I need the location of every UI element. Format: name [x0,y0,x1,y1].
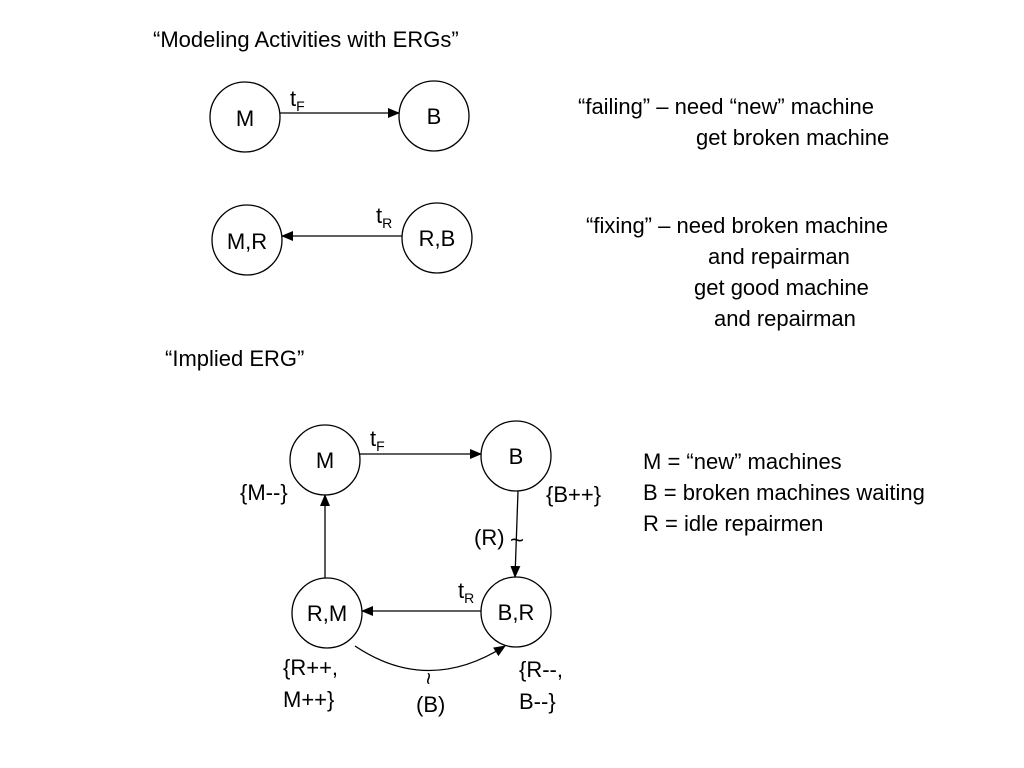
fixing-node-rb [401,202,473,274]
implied-condition-r-tilde: ~ [510,527,524,554]
failing-node-b-label: B [427,104,442,129]
implied-update-rm-line-1: {R++, [283,655,338,680]
fixing-node-mr-label: M,R [227,229,267,254]
fixing-transition-label: tR [376,203,392,231]
fixing-description: “fixing” – need broken machine and repai… [586,210,946,334]
fixing-erg: M,R R,B tR [211,202,473,276]
fixing-transition-base: t [376,203,382,228]
implied-update-b: {B++} [546,482,601,507]
fixing-description-line-2: and repairman [708,244,850,269]
implied-update-br-line-1: {R--, [519,657,563,682]
implied-transition-fail-label: tF [370,426,385,454]
implied-condition-b: (B) [416,692,445,717]
legend-r: R = idle repairmen [643,511,824,536]
failing-node-m-label: M [236,106,254,131]
implied-node-rm-label: R,M [307,601,347,626]
implied-update-br-line-2: B--} [519,689,556,714]
failing-erg: M B tF [209,80,470,153]
implied-edge-b-to-br [510,490,521,578]
failing-description: “failing” – need “new” machine get broke… [578,91,938,153]
failing-description-line-1: “failing” – need “new” machine [578,94,874,119]
implied-transition-repair-label: tR [458,578,474,606]
implied-edge-rm-to-br [354,645,506,672]
implied-transition-fail-base: t [370,426,376,451]
implied-condition-b-tilde: ~ [416,672,441,685]
fixing-node-rb-label: R,B [419,226,456,251]
fixing-description-line-3: get good machine [694,275,869,300]
implied-condition-r: (R) [474,525,505,550]
implied-node-br-label: B,R [498,600,535,625]
failing-description-line-2: get broken machine [696,125,890,150]
implied-node-b-label: B [509,444,524,469]
implied-update-m: {M--} [240,480,288,505]
failing-transition-label: tF [290,86,305,114]
implied-update-rm-line-2: M++} [283,687,334,712]
main-title: “Modeling Activities with ERGs” [153,27,459,52]
legend-m: M = “new” machines [643,449,842,474]
fixing-description-line-1: “fixing” – need broken machine [586,213,889,238]
failing-transition-sub: F [296,98,305,114]
implied-erg-title: “Implied ERG” [165,346,305,371]
failing-node-m [209,81,281,153]
implied-erg: M B R,M B,R tF tR {M--} {B++} {R++, M++}… [240,420,601,717]
failing-transition-base: t [290,86,296,111]
implied-node-m-label: M [316,448,334,473]
implied-transition-repair-sub: R [464,590,474,606]
fixing-description-line-4: and repairman [714,306,856,331]
implied-transition-repair-base: t [458,578,464,603]
legend: M = “new” machines B = broken machines w… [643,446,1003,539]
implied-transition-fail-sub: F [376,438,385,454]
legend-b: B = broken machines waiting [643,480,925,505]
fixing-transition-sub: R [382,215,392,231]
